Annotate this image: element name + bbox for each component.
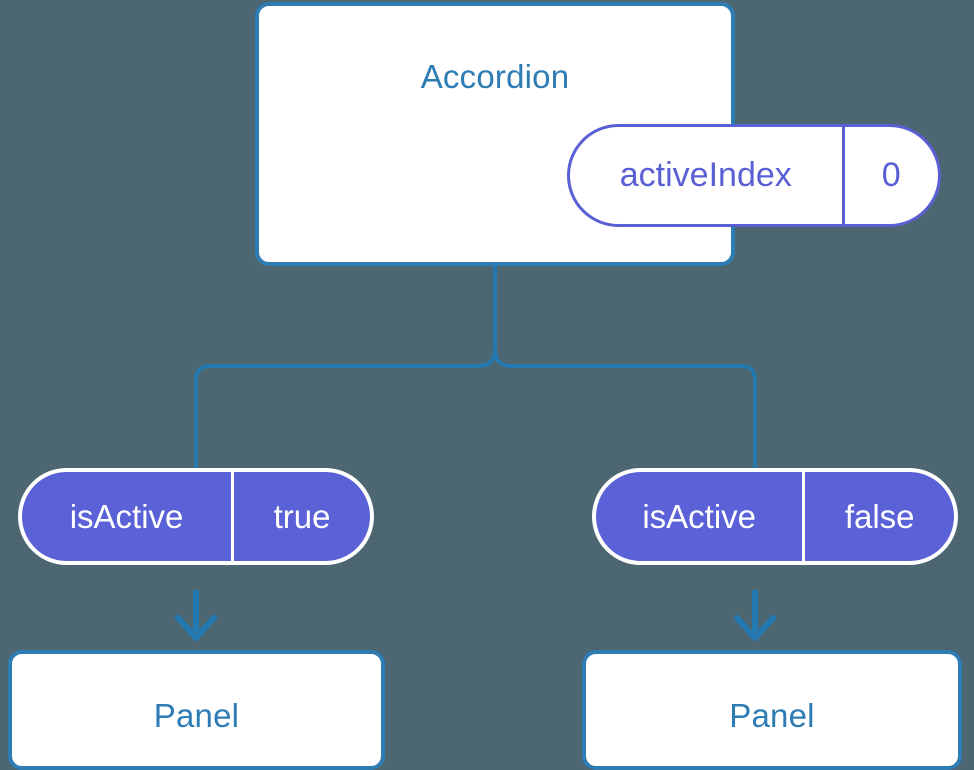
prop-pill-isactive-right-value: false xyxy=(844,497,915,535)
prop-pill-isactive-right-key: isActive xyxy=(596,472,806,561)
node-panel-right[interactable]: Panel xyxy=(582,650,962,770)
node-accordion[interactable]: Accordion activeIndex 0 xyxy=(255,2,941,266)
prop-pill-isactive-left[interactable]: isActive true xyxy=(18,468,374,565)
node-panel-left[interactable]: Panel xyxy=(8,650,385,770)
state-pill-activeindex-key: activeIndex xyxy=(570,127,845,224)
panel-right-title: Panel xyxy=(729,697,815,734)
accordion-title: Accordion xyxy=(420,58,570,95)
arrow-down-icon-right xyxy=(734,590,776,641)
panel-left-title: Panel xyxy=(153,697,240,734)
prop-pill-isactive-left-value: true xyxy=(273,497,331,535)
prop-pill-isactive-right[interactable]: isActive false xyxy=(592,468,958,565)
connector-branch-right xyxy=(493,346,757,470)
connector-trunk-split xyxy=(194,264,497,470)
state-pill-activeindex[interactable]: activeIndex 0 xyxy=(567,124,941,227)
prop-pill-isactive-left-key: isActive xyxy=(22,472,235,561)
state-pill-activeindex-value: 0 xyxy=(881,156,901,194)
arrow-down-icon-left xyxy=(175,590,217,641)
